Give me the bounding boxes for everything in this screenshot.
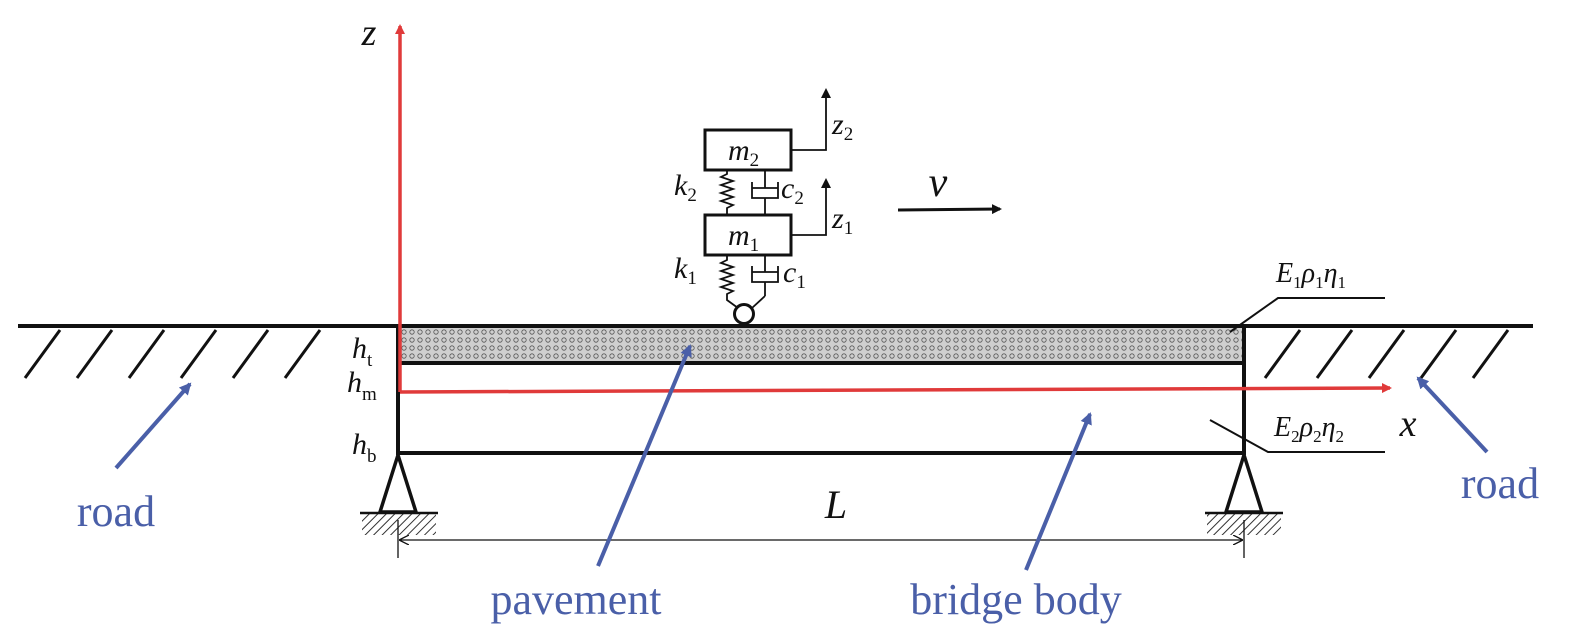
ht-label: ht [352, 332, 373, 371]
x-axis [399, 383, 1392, 394]
layer2-properties: E2ρ2η2 [1273, 412, 1344, 446]
layer1-properties: E1ρ1η1 [1275, 258, 1346, 292]
hb-label: hb [352, 428, 377, 467]
road-left-label: road [77, 487, 155, 536]
velocity-arrow [897, 204, 1002, 215]
span-dimension: L [397, 482, 1245, 558]
lower-spring [718, 255, 739, 309]
pavement-arrow [596, 344, 692, 567]
upper-spring [718, 170, 736, 215]
lower-displacement-indicator [791, 178, 831, 236]
span-label: L [824, 482, 847, 527]
support-left [360, 449, 438, 535]
lower-spring-label: k1 [674, 252, 697, 289]
road-right-arrow [1416, 376, 1489, 454]
upper-displacement-label: z2 [831, 108, 853, 145]
material-callouts: E1ρ1η1 E2ρ2η2 [1209, 258, 1385, 453]
coordinate-axes: z x [361, 12, 1417, 445]
ground-hatch-right [1263, 329, 1510, 379]
bridge [396, 324, 1246, 455]
layer-labels: ht hm hb [347, 332, 377, 467]
road-left-arrow [114, 382, 192, 470]
upper-spring-label: k2 [674, 169, 697, 206]
z-axis-label: z [361, 12, 377, 54]
road-right-label: road [1461, 459, 1539, 508]
lower-displacement-label: z1 [831, 202, 853, 239]
upper-damper [751, 170, 779, 215]
blue-callouts: road road pavement bridge body [77, 344, 1539, 624]
hm-label: hm [347, 366, 377, 405]
pavement-label: pavement [490, 575, 661, 624]
layer1-leader [1229, 297, 1385, 333]
vehicle-model: m2 m1 k2 c2 [674, 88, 1002, 325]
upper-damper-label: c2 [781, 172, 804, 209]
bridge-body [396, 361, 1246, 455]
ground [18, 324, 1533, 379]
lower-damper [751, 255, 779, 309]
layer2-leader [1209, 419, 1385, 453]
bridge-body-label: bridge body [910, 575, 1121, 624]
bridge-body-arrow [1024, 412, 1092, 571]
lower-mass-label: m1 [728, 219, 759, 256]
pavement-layer [396, 324, 1246, 365]
lower-damper-label: c1 [783, 256, 806, 293]
velocity-label: v [929, 160, 948, 206]
x-axis-label: x [1399, 403, 1417, 445]
ground-hatch-left [23, 329, 322, 379]
upper-mass-label: m2 [728, 134, 759, 171]
upper-displacement-indicator [791, 88, 831, 151]
wheel-contact [733, 303, 755, 325]
